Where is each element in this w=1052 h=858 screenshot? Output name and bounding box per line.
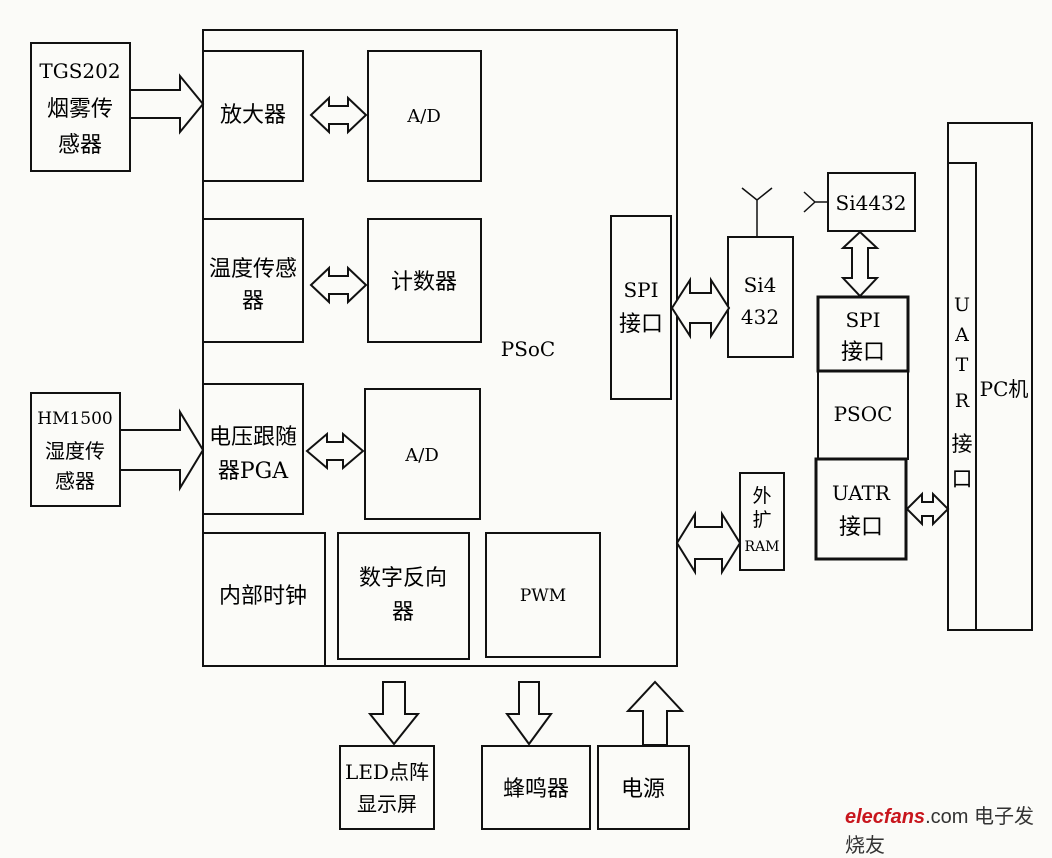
digital-inverter-line1: 数字反向: [359, 566, 447, 591]
uatr-v-5: 接: [952, 432, 973, 456]
led-line2: 显示屏: [357, 792, 417, 816]
voltage-follower-line1: 电压跟随: [209, 425, 297, 450]
antenna-mid: [741, 187, 773, 237]
spi-right-line1: SPI: [845, 308, 880, 332]
digital-inverter-line2: 器: [392, 600, 414, 625]
pc-label: PC机: [980, 377, 1029, 401]
psoc-main-label: PSoC: [501, 337, 556, 361]
spi-left-line2: 接口: [619, 312, 663, 337]
arrow-uatr-pc: [905, 491, 950, 527]
ext-ram-box: [739, 472, 785, 571]
temp-sensor-line2: 器: [242, 289, 264, 314]
buzzer-box: [481, 745, 591, 830]
si4432-mid-box: [727, 236, 794, 358]
hm1500-line1: HM1500: [37, 409, 113, 429]
uatr-right-box: [815, 458, 907, 560]
spi-left-box: [610, 215, 672, 400]
ext-ram-line3: RAM: [745, 539, 780, 555]
arrow-hm-vf: [119, 408, 205, 492]
arrow-vf-ad: [305, 431, 365, 471]
spi-left-line1: SPI: [623, 278, 658, 302]
si4432-mid-line2: 432: [741, 305, 779, 329]
hm1500-line3: 感器: [55, 469, 95, 493]
si4432-top-label: Si4432: [836, 191, 907, 215]
led-box: [339, 745, 435, 830]
arrow-temp-counter: [309, 265, 368, 305]
voltage-follower-line2: 器PGA: [218, 459, 289, 484]
uatr-vertical-box: [947, 162, 977, 631]
si4432-mid-line1: Si4: [744, 273, 777, 297]
watermark: elecfans.com 电子发烧友: [845, 800, 1052, 858]
uatr-v-6: 口: [952, 467, 973, 491]
uatr-right-line2: 接口: [839, 515, 883, 540]
amplifier-label: 放大器: [220, 103, 286, 128]
arrow-to-buzzer: [505, 681, 553, 746]
temp-sensor-line1: 温度传感: [209, 257, 297, 282]
counter-box: [367, 218, 482, 343]
psoc-main-box: [202, 29, 678, 667]
arrow-si-spi: [840, 230, 880, 298]
hm1500-line2: 湿度传: [45, 439, 105, 463]
power-label: 电源: [621, 777, 665, 802]
tgs202-line2: 烟雾传: [47, 97, 113, 122]
arrow-tgs-amp: [129, 73, 205, 135]
uatr-v-3: T: [956, 354, 969, 376]
temp-sensor-box: [202, 218, 304, 343]
led-line1: LED点阵: [345, 760, 429, 784]
ad2-box: [364, 388, 481, 520]
ad1-box: [367, 50, 482, 182]
internal-clock-label: 内部时钟: [219, 584, 307, 609]
internal-clock-box: [202, 532, 326, 667]
amplifier-box: [202, 50, 304, 182]
psoc-right-label: PSOC: [834, 402, 893, 426]
ext-ram-line2: 扩: [752, 509, 771, 531]
pwm-label: PWM: [520, 586, 566, 606]
tgs202-line3: 感器: [58, 133, 102, 158]
arrow-spi-si: [670, 276, 731, 340]
spi-right-line2: 接口: [841, 340, 885, 365]
watermark-domain: .com: [925, 806, 969, 828]
system-block-diagram: TGS202 烟雾传 感器 HM1500 湿度传 感器 放大器 A/D 温度传感…: [30, 29, 1033, 830]
antenna-top: [803, 191, 828, 213]
counter-label: 计数器: [391, 270, 457, 295]
ext-ram-line1: 外: [752, 485, 771, 507]
ad2-label: A/D: [404, 445, 439, 466]
uatr-v-4: R: [955, 390, 970, 412]
buzzer-label: 蜂鸣器: [503, 777, 569, 802]
tgs202-line1: TGS202: [39, 59, 120, 83]
uatr-v-2: A: [954, 324, 969, 346]
arrow-amp-ad: [309, 95, 368, 135]
arrow-to-led: [367, 681, 421, 746]
arrow-psoc-ram: [675, 510, 742, 576]
ad1-label: A/D: [406, 106, 441, 127]
uatr-v-1: U: [954, 294, 970, 316]
arrow-from-power: [625, 680, 685, 746]
watermark-brand: elecfans: [845, 806, 926, 828]
pwm-box: [485, 532, 601, 658]
digital-inverter-box: [337, 532, 470, 660]
uatr-right-line1: UATR: [832, 481, 891, 505]
